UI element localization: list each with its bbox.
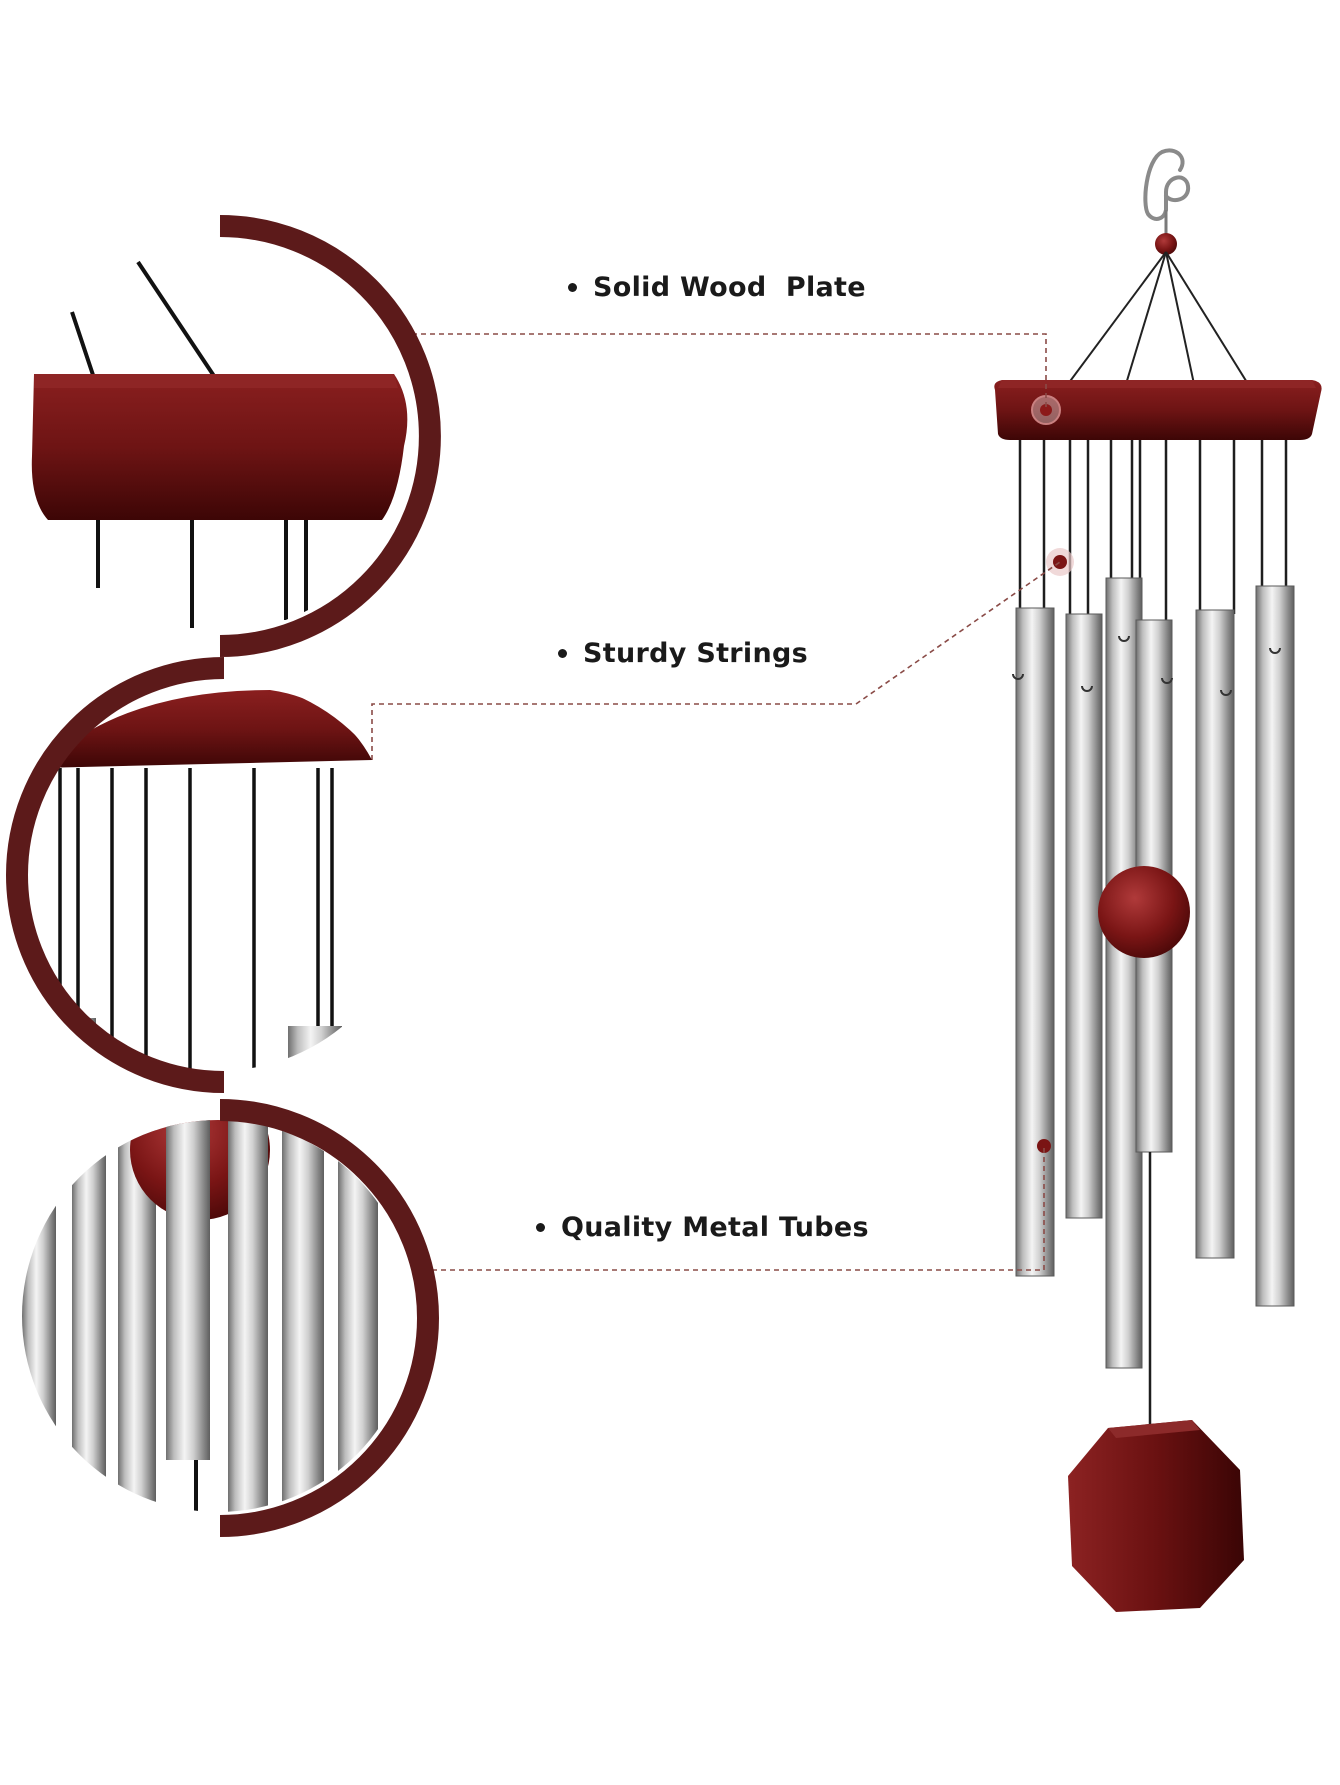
connector-wood-plate (412, 333, 1047, 410)
striker-ball (1098, 866, 1190, 958)
bullet-icon (558, 649, 567, 658)
connector-lines (371, 333, 1061, 1271)
metal-tubes (1012, 577, 1295, 1369)
feature-label-tubes: Quality Metal Tubes (536, 1212, 869, 1243)
top-bead (1155, 233, 1177, 255)
wind-chime (994, 148, 1322, 1612)
feature-text: Quality Metal Tubes (561, 1212, 869, 1243)
wind-sail (1068, 1420, 1244, 1612)
zoom-strings (6, 657, 372, 1093)
hanging-hook (1143, 148, 1191, 221)
bullet-icon (536, 1223, 545, 1232)
feature-label-strings: Sturdy Strings (558, 638, 808, 669)
bullet-icon (568, 283, 577, 292)
zoom-metal-tubes (22, 1099, 439, 1537)
feature-text: Sturdy Strings (583, 638, 808, 669)
wood-plate (994, 380, 1322, 440)
feature-text: Solid Wood Plate (593, 272, 866, 303)
feature-label-wood-plate: Solid Wood Plate (568, 272, 866, 303)
connector-strings (371, 561, 1061, 760)
connector-tubes (432, 1146, 1045, 1271)
zoom-wood-plate (31, 215, 441, 657)
